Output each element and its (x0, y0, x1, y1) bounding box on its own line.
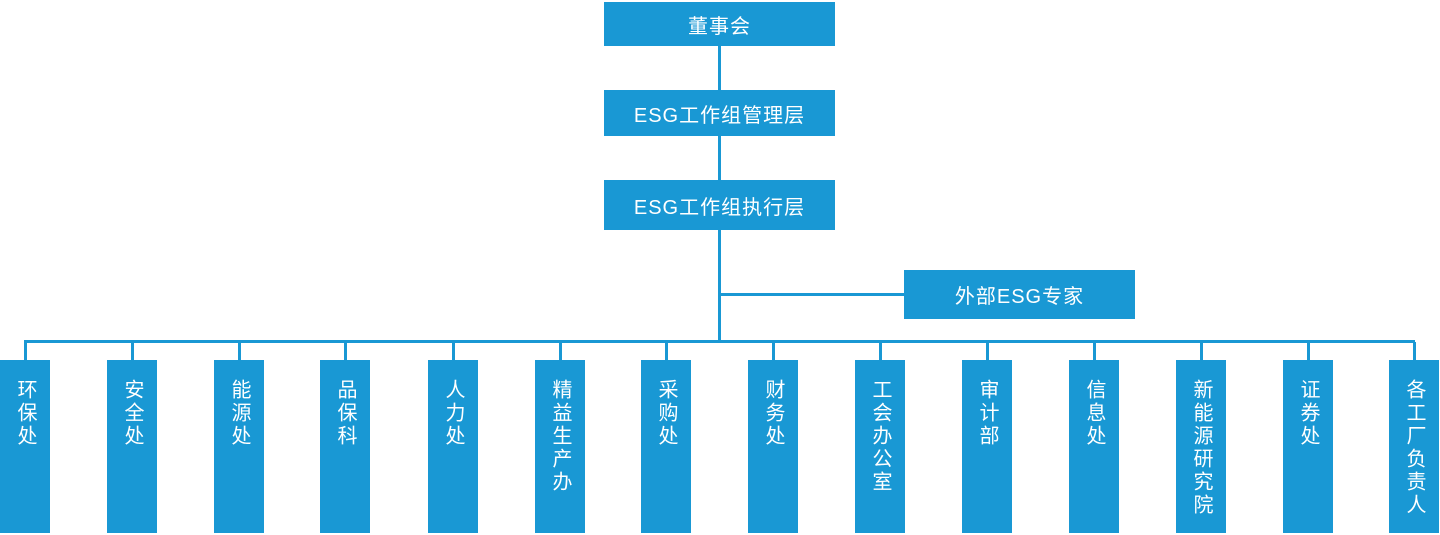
node-esg-management-label: ESG工作组管理层 (633, 104, 806, 127)
dept-label: 证券处 (1297, 379, 1319, 448)
dept-box-human-resources: 人力处 (428, 342, 478, 533)
dept-box-audit: 审计部 (962, 342, 1012, 533)
node-board-label: 董事会 (688, 15, 751, 38)
node-esg-execution-label: ESG工作组执行层 (633, 196, 806, 219)
dept-box-new-energy-research: 新能源研究院 (1176, 342, 1226, 533)
connector-management-to-execution (718, 136, 721, 180)
node-esg-execution: ESG工作组执行层 (604, 180, 835, 230)
dept-box-union-office: 工会办公室 (855, 342, 905, 533)
dept-box-factory-heads: 各工厂负责人 (1389, 342, 1439, 533)
dept-label: 审计部 (976, 379, 998, 448)
connector-departments-rail (24, 340, 1415, 343)
dept-box-quality-assurance: 品保科 (320, 342, 370, 533)
dept-label: 环保处 (14, 379, 36, 448)
node-esg-management: ESG工作组管理层 (604, 90, 835, 136)
dept-box-finance: 财务处 (748, 342, 798, 533)
dept-label: 新能源研究院 (1190, 379, 1212, 517)
dept-label: 工会办公室 (869, 379, 891, 494)
dept-box-environmental-protection: 环保处 (0, 342, 50, 533)
dept-label: 安全处 (121, 379, 143, 448)
dept-label: 精益生产办 (549, 379, 571, 494)
connector-board-to-management (718, 46, 721, 90)
dept-box-energy: 能源处 (214, 342, 264, 533)
dept-label: 采购处 (655, 379, 677, 448)
dept-label: 信息处 (1083, 379, 1105, 448)
node-board: 董事会 (604, 2, 835, 46)
node-external-esg-experts-label: 外部ESG专家 (954, 286, 1085, 308)
dept-box-securities: 证券处 (1283, 342, 1333, 533)
connector-execution-to-external (720, 293, 904, 296)
dept-box-procurement: 采购处 (641, 342, 691, 533)
dept-box-safety: 安全处 (107, 342, 157, 533)
node-external-esg-experts: 外部ESG专家 (904, 270, 1135, 319)
dept-box-information: 信息处 (1069, 342, 1119, 533)
connector-execution-to-departments (718, 230, 721, 342)
dept-label: 财务处 (762, 379, 784, 448)
dept-label: 能源处 (228, 379, 250, 448)
dept-label: 各工厂负责人 (1403, 379, 1425, 517)
dept-box-lean-production: 精益生产办 (535, 342, 585, 533)
dept-label: 人力处 (442, 379, 464, 448)
dept-label: 品保科 (334, 379, 356, 448)
